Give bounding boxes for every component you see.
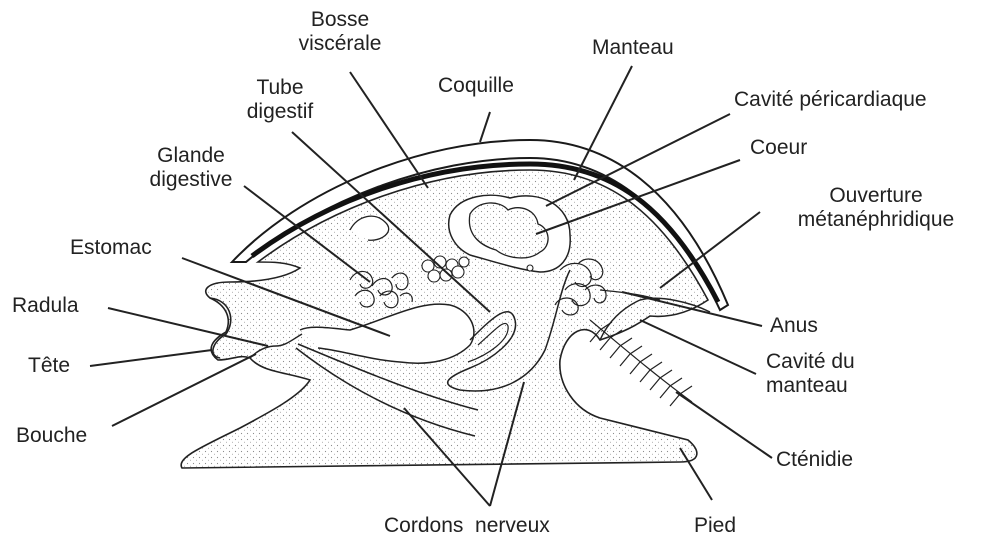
label-coeur: Coeur: [750, 136, 807, 160]
label-ctenidie: Cténidie: [776, 448, 853, 472]
label-tete: Tête: [28, 354, 70, 378]
label-cavite-du-line1: Cavité du: [766, 350, 896, 374]
label-tube-line2: digestif: [228, 100, 332, 124]
label-cavite-pericardiaque: Cavité péricardiaque: [734, 88, 927, 112]
label-ouverture-metanephridique: Ouverture métanéphridique: [776, 184, 976, 232]
label-bouche: Bouche: [16, 424, 87, 448]
label-tube-digestif: Tube digestif: [228, 76, 332, 124]
label-bosse-viscerale: Bosse viscérale: [276, 8, 404, 56]
label-cavite-du-line2: manteau: [766, 374, 896, 398]
label-tube-line1: Tube: [228, 76, 332, 100]
label-cavite-du-manteau: Cavité du manteau: [766, 350, 896, 398]
label-bosse-line1: Bosse: [276, 8, 404, 32]
label-glande-line2: digestive: [138, 168, 244, 192]
label-ouverture-line2: métanéphridique: [776, 208, 976, 232]
heart-vessel: [527, 265, 533, 271]
label-radula: Radula: [12, 294, 79, 318]
leader-bouche: [112, 354, 256, 426]
label-glande-digestive: Glande digestive: [138, 144, 244, 192]
label-bosse-line2: viscérale: [276, 32, 404, 56]
label-anus: Anus: [770, 314, 818, 338]
label-estomac: Estomac: [70, 236, 152, 260]
label-manteau: Manteau: [592, 36, 674, 60]
leader-cavite-du: [640, 320, 756, 374]
label-pied: Pied: [694, 514, 736, 538]
label-coquille: Coquille: [438, 74, 514, 98]
label-glande-line1: Glande: [138, 144, 244, 168]
leader-tete: [90, 350, 212, 366]
label-cordons-nerveux: Cordons nerveux: [384, 514, 550, 538]
leader-coquille: [480, 112, 490, 142]
label-ouverture-line1: Ouverture: [776, 184, 976, 208]
